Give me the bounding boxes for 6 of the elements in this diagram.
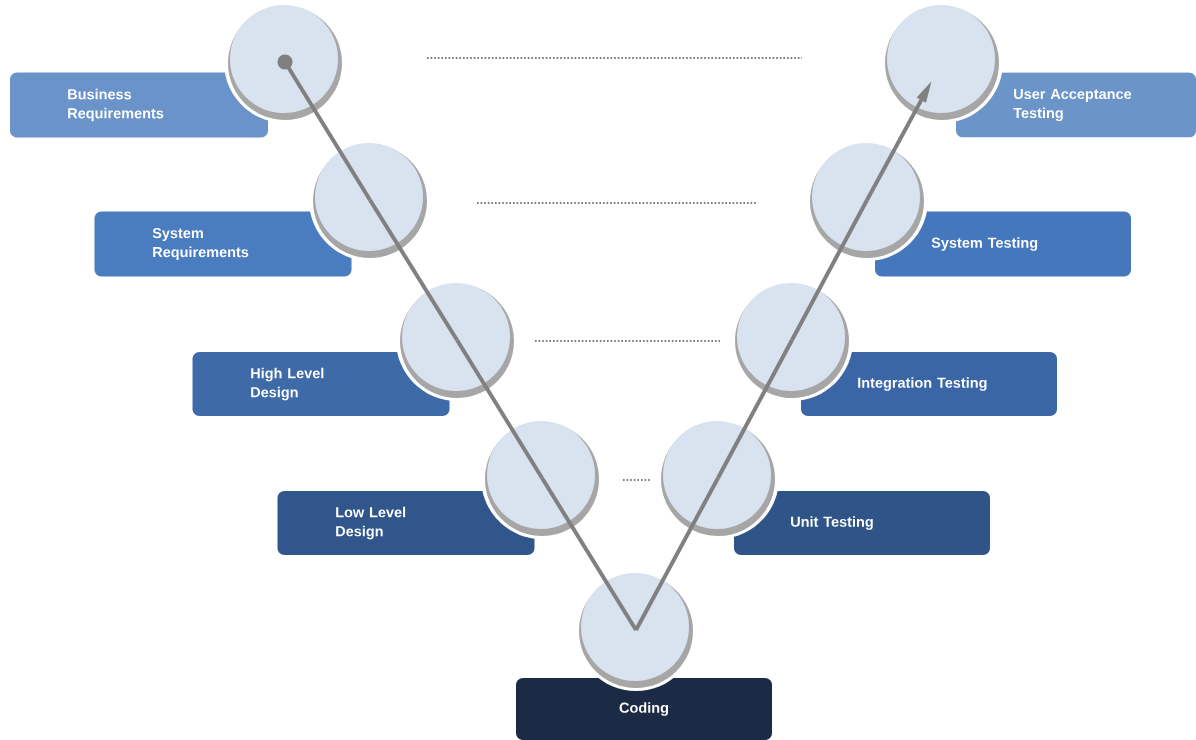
label-box: System Requirements [94,211,352,277]
label-box: Business Requirements [10,72,268,138]
label-box: Coding [516,678,772,740]
arrow [865,81,932,201]
arrow [277,54,372,202]
label-box: Unit Testing [734,491,990,555]
